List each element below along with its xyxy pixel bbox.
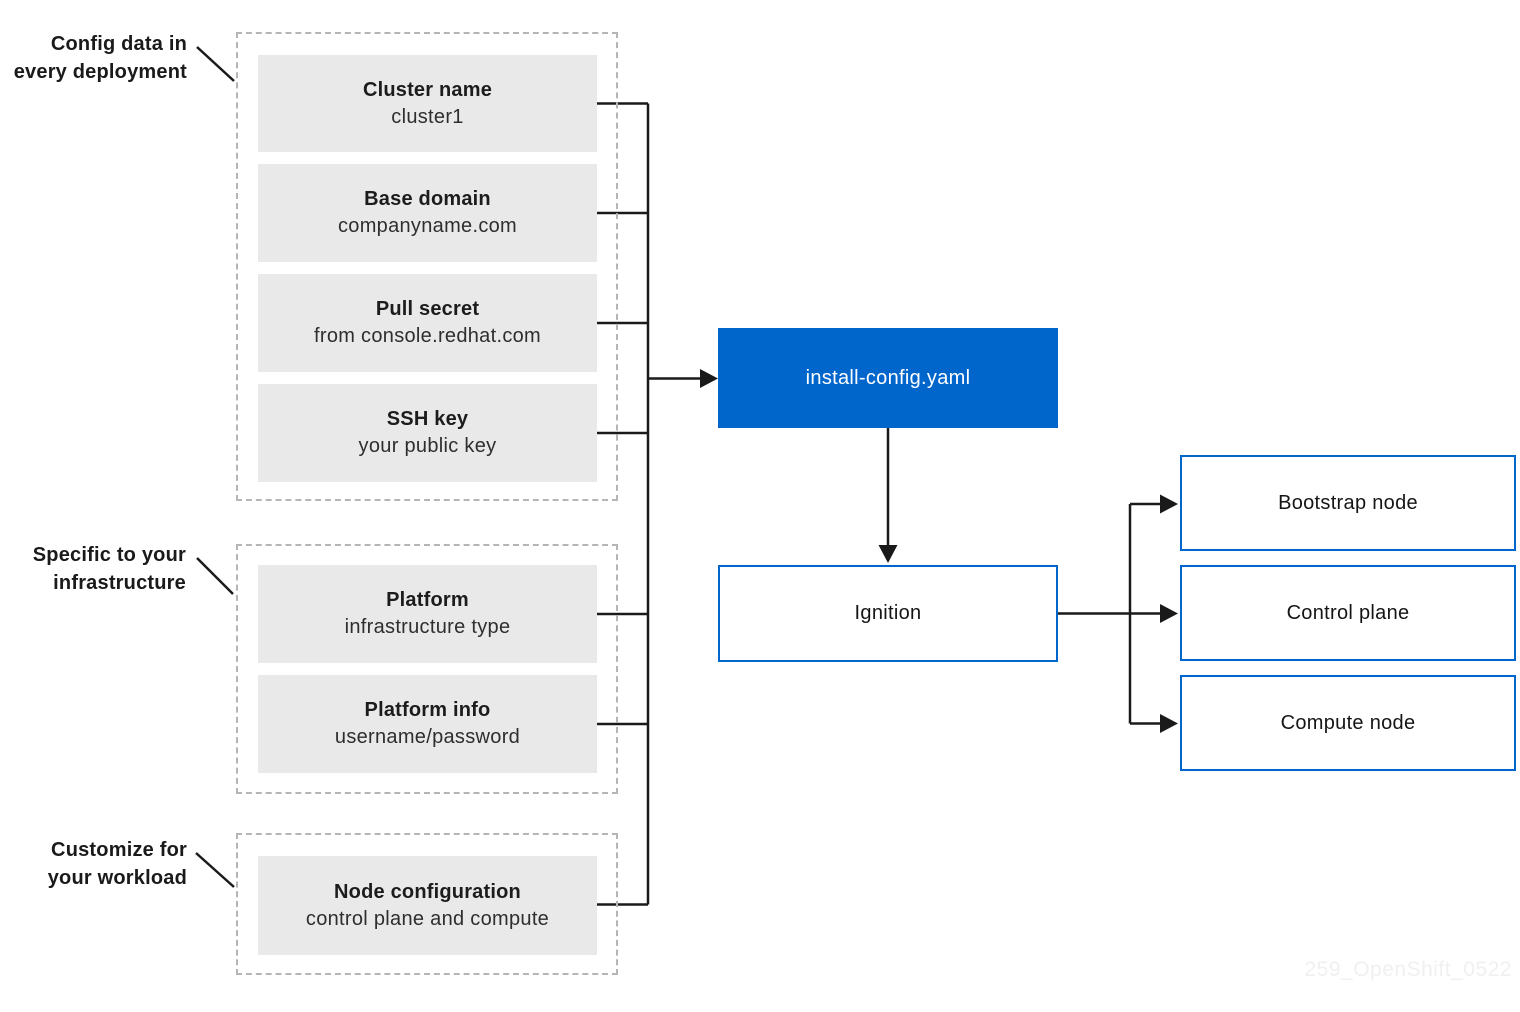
box-node-configuration: Node configuration control plane and com… — [258, 856, 597, 955]
arrowhead-icon — [1160, 494, 1178, 514]
box-subtitle: from console.redhat.com — [314, 325, 541, 347]
node-label: Compute node — [1280, 711, 1416, 734]
node-bootstrap: Bootstrap node — [1180, 455, 1516, 551]
box-subtitle: control plane and compute — [305, 907, 550, 930]
label-line: Specific to your — [32, 544, 186, 566]
watermark: 259_OpenShift_0522 — [1304, 958, 1512, 981]
label-pointer-line — [195, 852, 235, 888]
node-compute: Compute node — [1180, 675, 1516, 771]
box-base-domain: Base domain companyname.com — [258, 164, 597, 262]
box-subtitle: companyname.com — [337, 215, 518, 237]
node-control-plane: Control plane — [1180, 565, 1516, 661]
box-platform: Platform infrastructure type — [258, 565, 597, 663]
label-line: Config data in — [50, 33, 187, 55]
arrowhead-icon — [1160, 714, 1178, 733]
box-title: Base domain — [364, 188, 491, 210]
label-customize-workload: Customize for your workload — [48, 836, 187, 892]
box-subtitle: username/password — [334, 726, 521, 748]
node-label: Ignition — [854, 602, 922, 624]
box-title: Pull secret — [375, 298, 480, 320]
box-cluster-name: Cluster name cluster1 — [258, 55, 597, 152]
box-title: Platform — [386, 589, 469, 611]
box-subtitle: infrastructure type — [344, 616, 511, 638]
box-subtitle: cluster1 — [391, 105, 464, 128]
label-line: infrastructure — [53, 572, 186, 594]
label-pointer-line — [196, 557, 234, 595]
box-subtitle: your public key — [358, 435, 497, 457]
group-workload — [236, 833, 618, 975]
box-title: Node configuration — [334, 880, 521, 903]
arrowhead-icon — [700, 369, 718, 388]
label-config-data: Config data in every deployment — [14, 30, 187, 86]
box-platform-info: Platform info username/password — [258, 675, 597, 773]
node-ignition: Ignition — [718, 565, 1058, 662]
box-pull-secret: Pull secret from console.redhat.com — [258, 274, 597, 372]
node-label: install-config.yaml — [805, 366, 971, 389]
node-label: Bootstrap node — [1278, 491, 1418, 514]
node-install-config: install-config.yaml — [718, 328, 1058, 428]
box-title: Platform info — [364, 699, 491, 721]
box-ssh-key: SSH key your public key — [258, 384, 597, 482]
node-label: Control plane — [1286, 601, 1410, 624]
label-line: every deployment — [13, 61, 187, 83]
box-title: Cluster name — [362, 78, 493, 101]
label-line: Customize for — [51, 839, 187, 861]
arrowhead-icon — [878, 545, 898, 563]
box-title: SSH key — [386, 408, 469, 430]
label-specific-infrastructure: Specific to your infrastructure — [33, 541, 186, 597]
group-infrastructure — [236, 544, 618, 794]
label-pointer-line — [196, 46, 235, 82]
group-config-data — [236, 32, 618, 501]
arrowhead-icon — [1160, 604, 1178, 623]
label-line: your workload — [47, 867, 187, 889]
